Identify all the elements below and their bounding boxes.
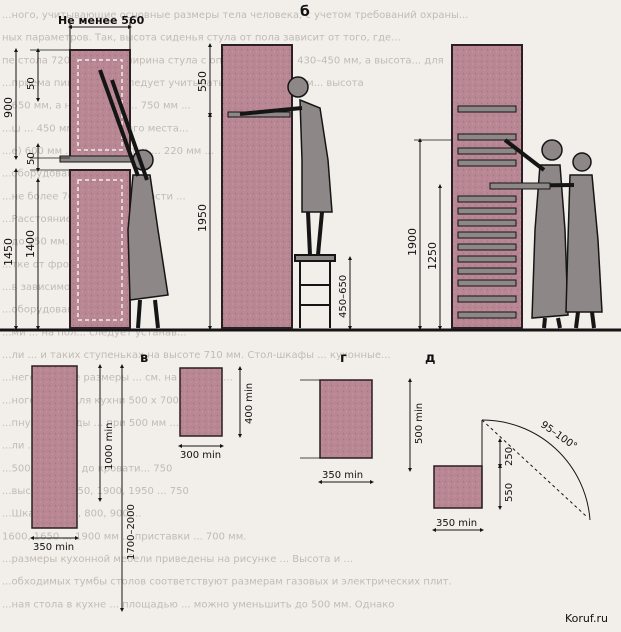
lower-cabinet <box>69 169 131 329</box>
panel-g: г 500 min 350 min <box>300 351 425 484</box>
stool <box>294 254 336 328</box>
background-text-line: ...ли ... и таких ступеньках на высоте 7… <box>2 350 391 361</box>
dim-angle: 95–100° <box>538 419 579 452</box>
background-text-line: ...тке от фронта... <box>2 259 97 270</box>
background-text-line: 1600, 1650 ... 1900 мм ... приставки ...… <box>2 531 246 542</box>
background-text-line: ных параметров. Так, высота сиденья стул… <box>2 33 401 44</box>
drawer <box>457 219 517 227</box>
dim-50-mid: 50 <box>26 152 37 165</box>
background-text-line: ...него меньше размеры ... см. на рисуно… <box>2 373 233 384</box>
panel-label-b: б <box>300 4 310 20</box>
pull-out-shelf <box>489 182 551 190</box>
upper-cabinet-door <box>77 59 123 151</box>
tall-cabinet-v <box>31 365 78 529</box>
dim-500min: 500 min <box>414 403 425 444</box>
background-text-line: ...оборудования ... до ... <box>2 305 128 316</box>
wall-cabinet-v <box>179 367 223 437</box>
drawer <box>457 159 517 167</box>
dim-300min: 300 min <box>180 450 221 461</box>
panel-label-g: г <box>340 351 347 366</box>
dim-550-d: 550 <box>504 483 515 502</box>
background-text-line: ...ли ... ... <box>2 441 50 452</box>
drawer <box>457 267 517 275</box>
woman-figure-a <box>98 69 169 329</box>
panel-d: д 95–100° 250 550 350 min <box>425 351 591 532</box>
background-text-line: ...обходимых тумбы столов соответствуют … <box>2 577 452 588</box>
dim-350min-g: 350 min <box>322 470 363 481</box>
background-text-line: ...высота ... 1650, 1900, 1950 ... 750 <box>2 486 189 497</box>
background-text-line: ...ная стола в кухне ... площадью ... мо… <box>2 599 394 610</box>
cabinet-d <box>433 465 483 509</box>
dim-width-min-560: Не менее 560 <box>58 14 145 27</box>
drawer <box>457 295 517 303</box>
panel-label-v: в <box>140 351 148 366</box>
drawer <box>457 105 517 113</box>
drawer <box>457 147 517 155</box>
dim-50-top: 50 <box>26 77 37 90</box>
dim-1000min: 1000 min <box>104 423 115 471</box>
dim-550: 550 <box>196 71 209 92</box>
dim-350min-v: 350 min <box>33 542 74 553</box>
dim-1700-2000: 1700–2000 <box>126 504 137 560</box>
background-text-line: ...ного, учитывающие основные размеры те… <box>2 10 468 21</box>
panel-a: Не менее 560 900 50 50 1450 1400 <box>2 14 169 330</box>
dim-1900: 1900 <box>406 228 419 256</box>
dim-1450: 1450 <box>2 238 15 266</box>
background-text-line: ...оборудования... до ... <box>2 169 125 180</box>
lower-cabinet-door <box>77 179 123 321</box>
drawer <box>457 255 517 263</box>
drawer <box>457 195 517 203</box>
dim-900: 900 <box>2 97 15 118</box>
drawer <box>457 133 517 141</box>
background-text-line: ...Расстояние ... вверх ... <box>2 214 131 225</box>
door-swing-arc <box>481 419 591 521</box>
background-text-line: ...приема пищи также следует учитывать р… <box>2 78 364 89</box>
tall-cabinet-b <box>221 44 293 329</box>
drawer-shelves <box>457 105 517 319</box>
panel-c: 1900 1250 <box>406 44 603 330</box>
background-text-line: ...пнуэти посуды ... при 500 мм ... 500 … <box>2 418 219 429</box>
watermark: Koruf.ru <box>565 612 608 625</box>
background-text-line: ...в зависимости от ... <box>2 282 116 293</box>
panel-label-d: д <box>425 351 436 366</box>
drawer <box>457 311 517 319</box>
dim-1950: 1950 <box>196 204 209 232</box>
panel-v: в 350 min 1000 min 1700–2000 300 min 400… <box>30 351 255 612</box>
drawer <box>457 207 517 215</box>
dim-400min: 400 min <box>244 383 255 424</box>
dim-450-650: 450–650 <box>338 275 349 318</box>
woman-figure-b <box>239 76 333 256</box>
woman-figure-c1 <box>503 138 569 329</box>
drawer <box>457 279 517 287</box>
dim-250: 250 <box>504 447 515 466</box>
drawer <box>457 231 517 239</box>
dim-1250: 1250 <box>426 242 439 270</box>
panel-b: б 550 1950 450–650 <box>196 4 352 330</box>
cabinet-g <box>319 379 373 459</box>
dim-350min-d: 350 min <box>436 518 477 529</box>
background-text-line: ...размеры кухонной мебели приведены на … <box>2 554 353 565</box>
shelf <box>59 155 141 163</box>
background-text-line: ...500 ... 400 ... до кровати... 750 <box>2 463 172 474</box>
drawer <box>457 243 517 251</box>
background-text-line: ...ми ... на пол... следует устанав... <box>2 327 187 338</box>
dim-1400: 1400 <box>24 230 37 258</box>
